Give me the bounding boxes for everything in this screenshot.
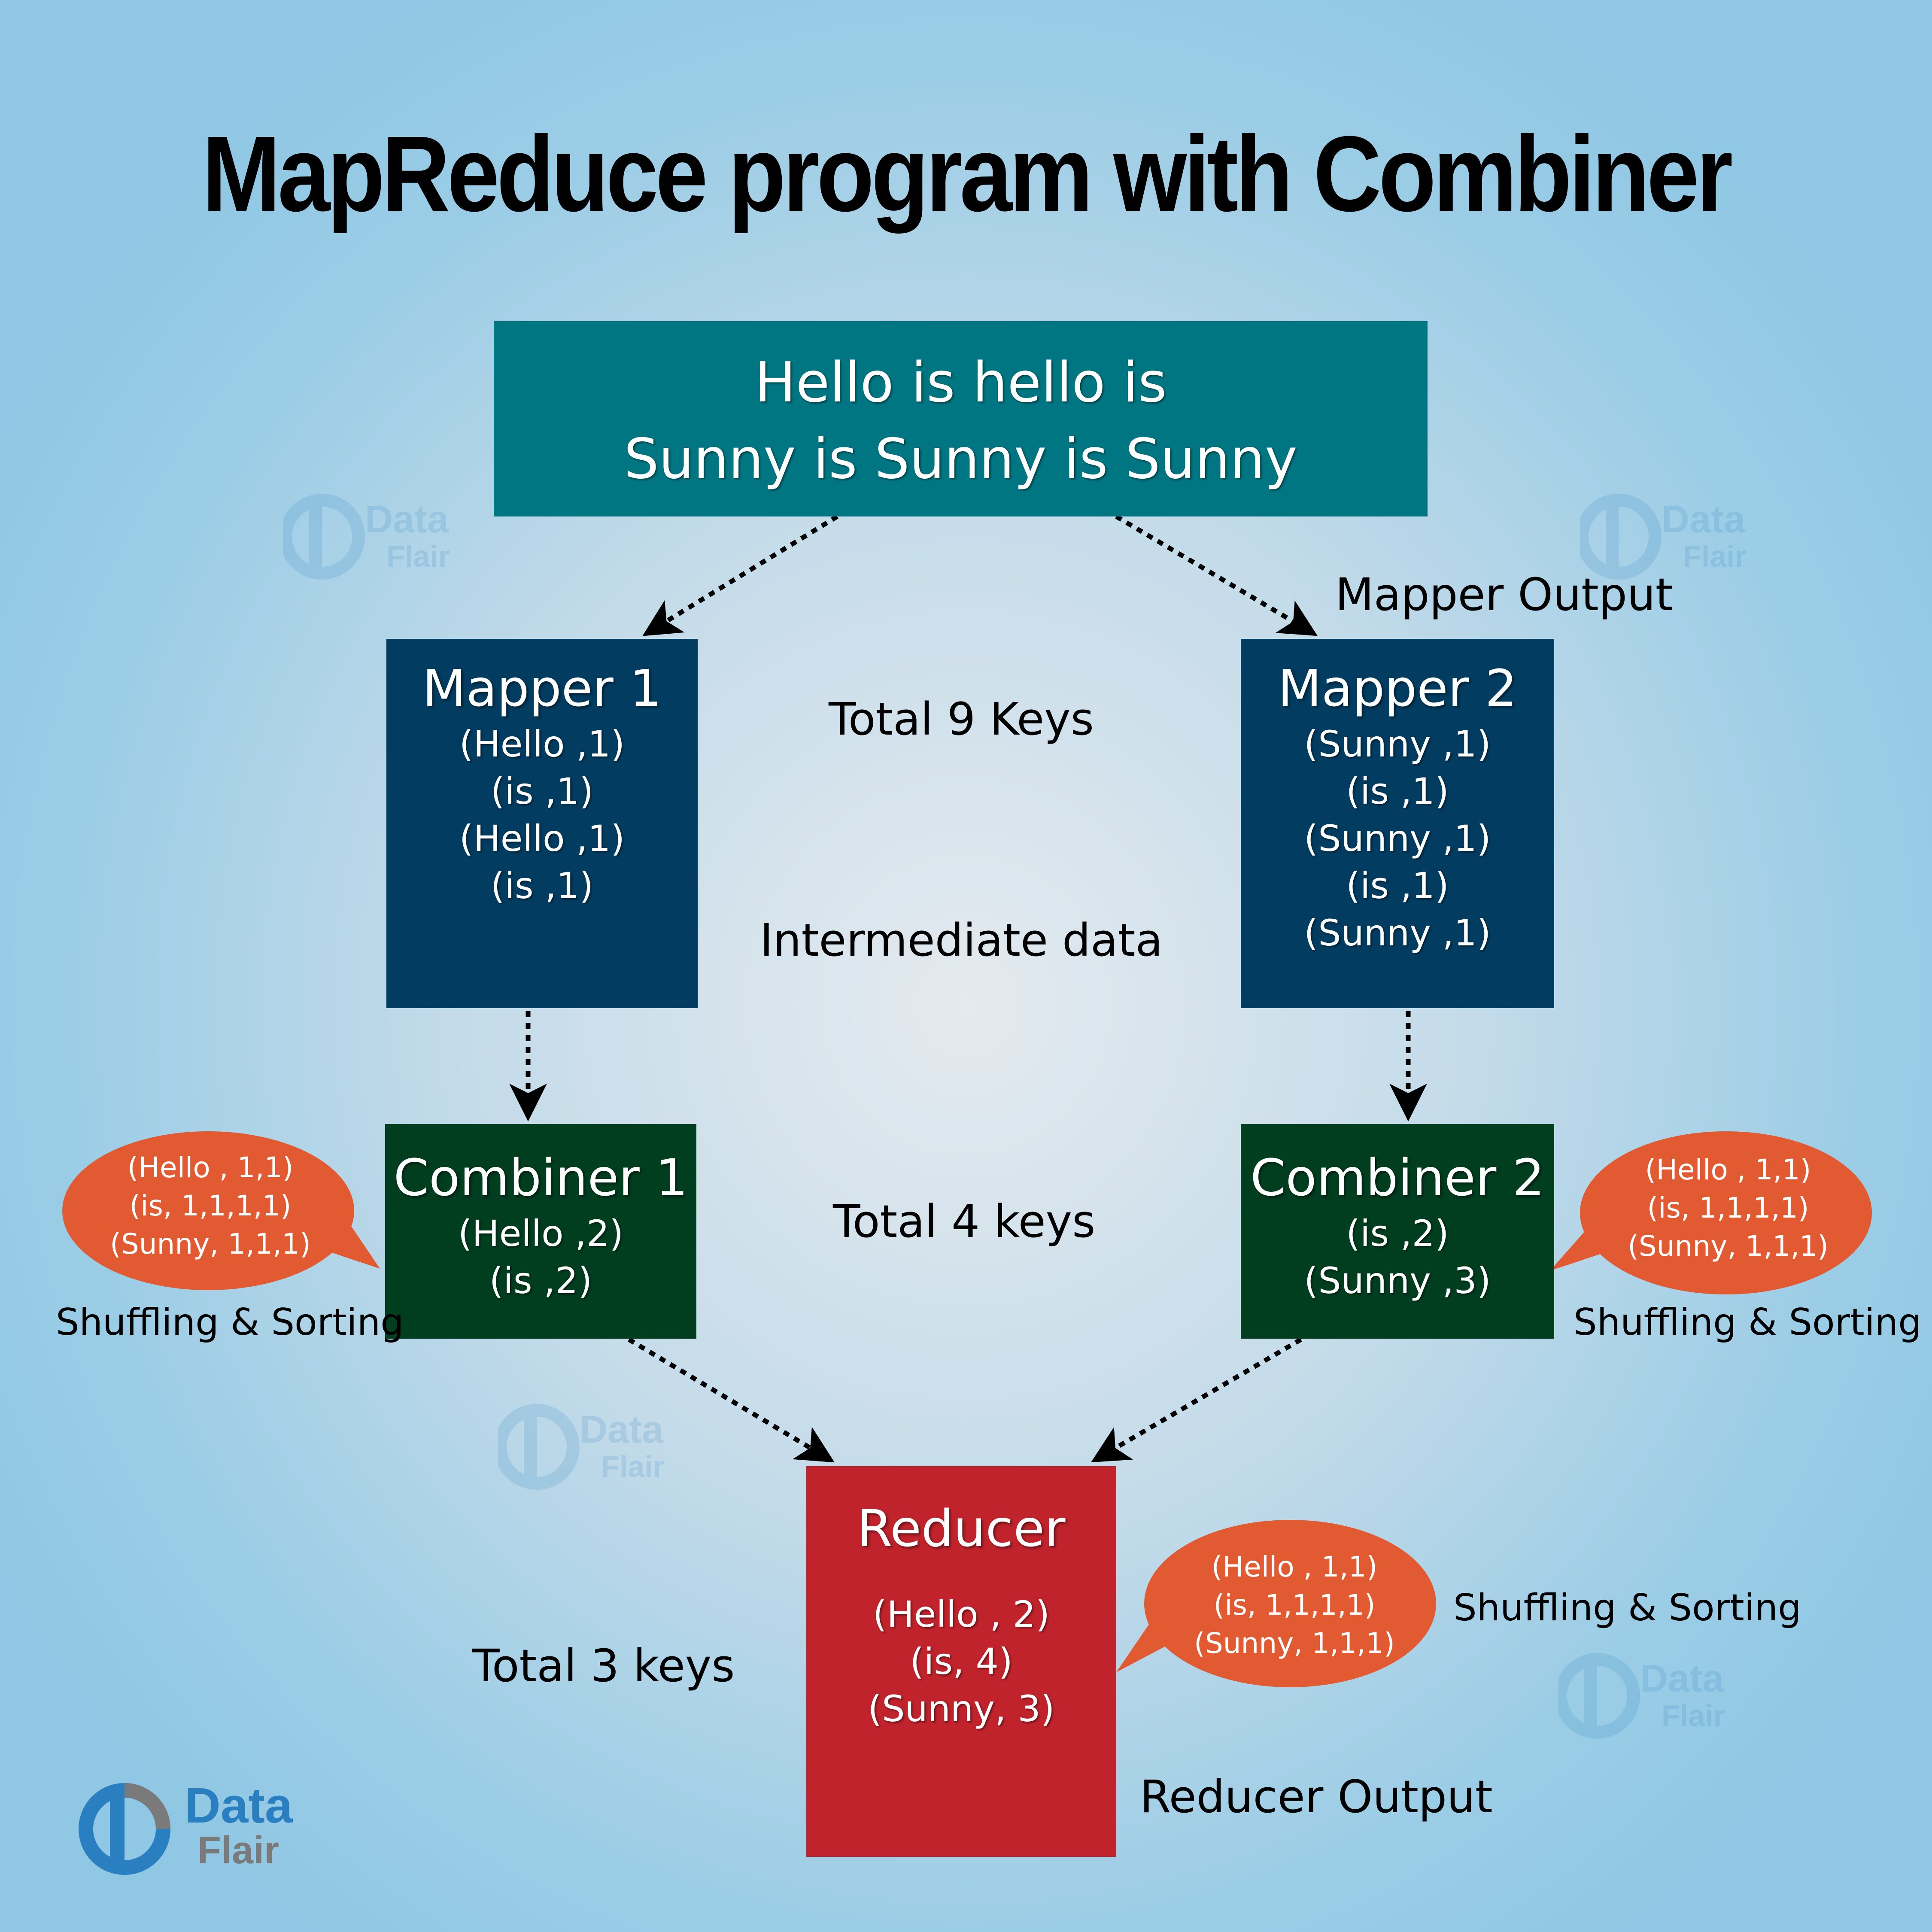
- mapper-2-title: Mapper 2: [1278, 659, 1517, 718]
- shuffling-sorting-label-right: Shuffling & Sorting: [1574, 1301, 1922, 1344]
- intermediate-data-label: Intermediate data: [760, 914, 1163, 966]
- reducer-title: Reducer: [857, 1499, 1066, 1558]
- mapper-1-pair: (is ,1): [490, 770, 594, 812]
- mapper-2-pair: (is ,1): [1346, 770, 1449, 812]
- combiner-2-box: Combiner 2 (is ,2) (Sunny ,3): [1241, 1124, 1554, 1339]
- speech-bubble-left: [62, 1131, 354, 1290]
- reducer-box: Reducer (Hello , 2) (is, 4) (Sunny, 3): [806, 1466, 1116, 1857]
- watermark-word1: Data: [1662, 498, 1746, 541]
- dotted-arrow-icon: [628, 1337, 835, 1463]
- mapper-2-pair: (Sunny ,1): [1304, 912, 1491, 954]
- bubble-line: (Hello , 1,1): [1211, 1550, 1378, 1583]
- reducer-pair: (Sunny, 3): [868, 1688, 1055, 1730]
- dotted-arrow-icon: [1091, 1337, 1302, 1463]
- shuffling-sorting-label-left: Shuffling & Sorting: [56, 1301, 404, 1344]
- bubble-line: (is, 1,1,1,1): [129, 1189, 292, 1222]
- watermark-word2: Flair: [1662, 1699, 1725, 1732]
- bubble-line: (is, 1,1,1,1): [1213, 1589, 1376, 1622]
- dotted-arrow-icon: [642, 514, 838, 636]
- combiner-2-pair: (is ,2): [1346, 1212, 1449, 1255]
- bubble-line: (Hello , 1,1): [127, 1151, 294, 1184]
- combiner-1-box: Combiner 1 (Hello ,2) (is ,2): [385, 1124, 696, 1339]
- input-line: Sunny is Sunny is Sunny: [624, 427, 1297, 491]
- watermark-word1: Data: [1640, 1657, 1724, 1700]
- mapper-1-pair: (Hello ,1): [459, 723, 625, 765]
- bubble-line: (Sunny, 1,1,1): [1628, 1230, 1829, 1263]
- watermark-dataflair-logo-icon: Data Flair: [1580, 494, 1747, 580]
- bubble-line: (Hello , 1,1): [1645, 1153, 1811, 1186]
- mapper-1-title: Mapper 1: [422, 659, 662, 718]
- mapper-2-pair: (is ,1): [1346, 865, 1449, 907]
- watermark-dataflair-logo-icon: Data Flair: [498, 1404, 665, 1490]
- reducer-output-label: Reducer Output: [1140, 1771, 1493, 1823]
- speech-bubble-right-tail: [1550, 1198, 1627, 1271]
- watermark-word2: Flair: [601, 1450, 665, 1483]
- diagram-title: MapReduce program with Combiner: [202, 114, 1733, 234]
- speech-bubble-reducer-text: (Hello , 1,1) (is, 1,1,1,1) (Sunny, 1,1,…: [1166, 1548, 1423, 1662]
- combiner-2-pair: (Sunny ,3): [1304, 1260, 1491, 1302]
- input-text-box: Hello is hello is Sunny is Sunny is Sunn…: [494, 321, 1428, 516]
- logo-word-flair: Flair: [197, 1829, 279, 1872]
- total-9-keys-label: Total 9 Keys: [829, 693, 1094, 745]
- logo-word-data: Data: [185, 1777, 293, 1833]
- mapper-2-box: Mapper 2 (Sunny ,1) (is ,1) (Sunny ,1) (…: [1241, 639, 1554, 1008]
- total-4-keys-label: Total 4 keys: [833, 1195, 1096, 1248]
- speech-bubble-left-tail: [309, 1189, 380, 1269]
- speech-bubble-left-text: (Hello , 1,1) (is, 1,1,1,1) (Sunny, 1,1,…: [82, 1148, 339, 1263]
- combiner-1-title: Combiner 1: [393, 1148, 688, 1207]
- total-3-keys-label: Total 3 keys: [472, 1640, 735, 1692]
- shuffling-sorting-label-reducer: Shuffling & Sorting: [1453, 1586, 1801, 1629]
- speech-bubble-reducer: [1144, 1520, 1436, 1687]
- watermark-dataflair-logo-icon: Data Flair: [283, 494, 450, 580]
- bubble-line: (is, 1,1,1,1): [1647, 1191, 1809, 1224]
- speech-bubble-right-text: (Hello , 1,1) (is, 1,1,1,1) (Sunny, 1,1,…: [1599, 1151, 1857, 1265]
- mapper-1-pair: (is ,1): [490, 865, 594, 907]
- combiner-1-pair: (Hello ,2): [458, 1212, 624, 1255]
- watermark-word2: Flair: [1683, 540, 1747, 573]
- mapper-1-pair: (Hello ,1): [459, 817, 625, 860]
- input-line: Hello is hello is: [754, 351, 1167, 415]
- speech-bubble-reducer-tail: [1116, 1584, 1194, 1672]
- mapper-2-pair: (Sunny ,1): [1304, 817, 1491, 860]
- mapper-2-pair: (Sunny ,1): [1304, 723, 1491, 765]
- reducer-pair: (is, 4): [910, 1640, 1013, 1683]
- mapper-output-label: Mapper Output: [1335, 568, 1673, 621]
- reducer-pair: (Hello , 2): [872, 1593, 1050, 1635]
- combiner-2-title: Combiner 2: [1250, 1148, 1545, 1207]
- watermark-word1: Data: [580, 1408, 664, 1451]
- dataflair-logo-icon: Data Flair: [79, 1777, 293, 1875]
- watermark-dataflair-logo-icon: Data Flair: [1558, 1653, 1725, 1739]
- combiner-1-pair: (is ,2): [489, 1260, 592, 1302]
- watermark-word2: Flair: [386, 540, 450, 573]
- bubble-line: (Sunny, 1,1,1): [1194, 1627, 1395, 1660]
- bubble-line: (Sunny, 1,1,1): [110, 1227, 311, 1261]
- watermark-word1: Data: [365, 498, 449, 541]
- dotted-arrow-icon: [1115, 514, 1318, 636]
- mapper-1-box: Mapper 1 (Hello ,1) (is ,1) (Hello ,1) (…: [386, 639, 698, 1008]
- speech-bubble-right: [1580, 1131, 1872, 1294]
